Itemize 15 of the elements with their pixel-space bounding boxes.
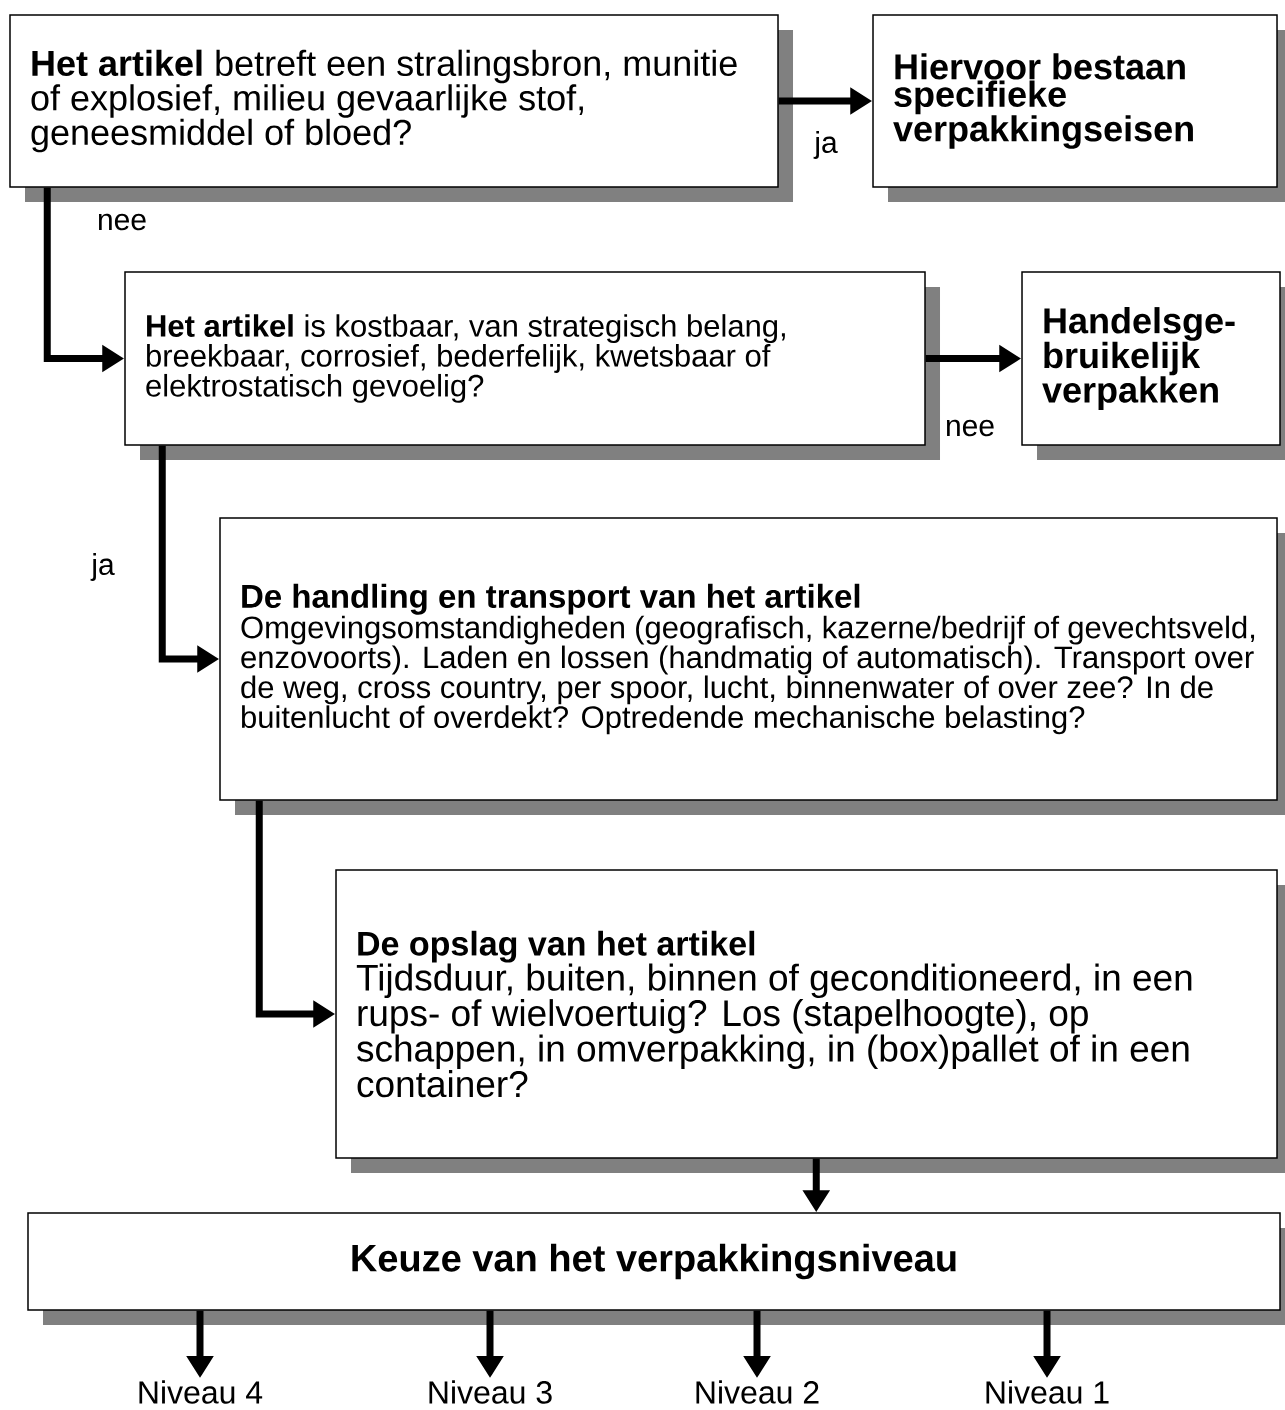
decision-box: Keuze van het verpakkingsniveau <box>27 1212 1285 1325</box>
process-box: De opslag van het artikel Tijdsduur, buiten, binnen of geconditioneerd, in een rups- of wielvoertuig? Los (stapelhoogte), op schappen, in omverpakking, in (box)pallet of in een container? <box>335 869 1285 1173</box>
result-box: Hiervoor bestaan specifieke verpakkingseisen <box>872 14 1285 202</box>
level-label: Niveau 4 <box>139 1380 263 1404</box>
edge-label: ja <box>813 130 839 160</box>
edge-label: nee <box>96 212 149 232</box>
level-label: Niveau 1 <box>986 1380 1109 1404</box>
level-label: Niveau 3 <box>429 1380 552 1404</box>
level-label: Niveau 2 <box>696 1380 819 1404</box>
process-box: Het artikel betreft een stralingsbron, munitie of explosief, milieu gevaarlijke stof, geneesmiddel of bloed? <box>9 14 793 202</box>
process-box: Het artikel is kostbaar, van strategisch belang, breekbaar, corrosief, bederfelijk, kwetsbaar of elektrostatisch gevoelig? <box>124 271 940 460</box>
edge-label: nee <box>944 418 997 438</box>
result-box: Handelsge-bruikelijk verpakken <box>1021 271 1285 460</box>
edge-label: ja <box>90 552 116 582</box>
process-box: De handling en transport van het artikel Omgevingsomstandigheden (geografisch, kazerne/bedrijf of gevechtsveld, enzovoorts). Laden en lossen (handmatig of automatisch). Transport over de weg, cross country, per spoor, lucht, binnenwater of over zee? In de buitenlucht of overdekt? Optredende mechanische belasting? <box>219 517 1285 815</box>
